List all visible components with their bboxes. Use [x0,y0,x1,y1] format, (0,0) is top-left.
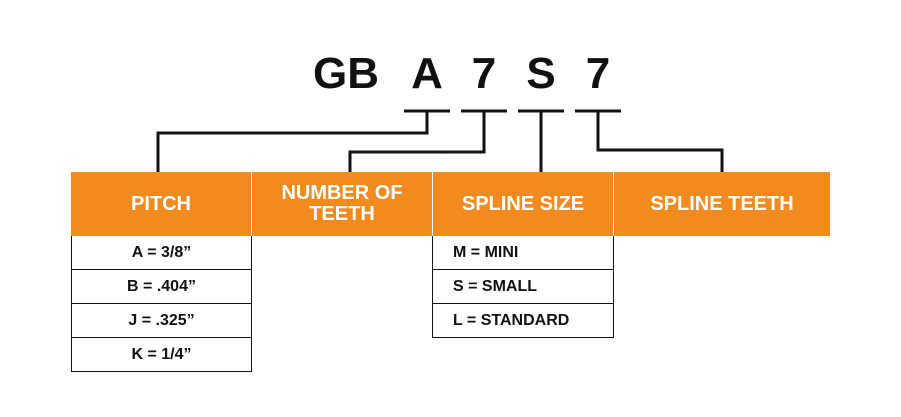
header-spline-teeth: SPLINE TEETH [614,172,830,236]
connector-spline-teeth [596,111,724,172]
pitch-option-row: B = .404” [72,270,251,304]
header-pitch-label: PITCH [131,192,191,215]
pitch-option-row: A = 3/8” [72,236,251,270]
connector-teeth [348,111,486,172]
connector-pitch [156,111,429,172]
code-teeth-char: 7 [471,49,497,98]
pitch-options-table: A = 3/8” B = .404” J = .325” K = 1/4” [71,236,252,372]
header-spline-teeth-label: SPLINE TEETH [650,192,794,215]
pitch-option-row: K = 1/4” [72,338,251,372]
code-pitch-char: A [411,49,443,98]
header-spline-size-label: SPLINE SIZE [461,192,585,215]
spline-size-option-row: M = MINI [433,236,613,270]
spline-size-option-row: L = STANDARD [433,304,613,338]
code-prefix: GB [313,49,379,98]
header-number-of-teeth: NUMBER OF TEETH [252,172,432,236]
pitch-option-row: J = .325” [72,304,251,338]
header-number-of-teeth-label: NUMBER OF TEETH [281,182,403,225]
spline-size-option-row: S = SMALL [433,270,613,304]
header-pitch: PITCH [71,172,251,236]
code-spline-teeth-char: 7 [585,49,611,98]
code-spline-size-char: S [526,49,556,98]
header-spline-size: SPLINE SIZE [433,172,613,236]
spline-size-options-table: M = MINI S = SMALL L = STANDARD [432,236,614,338]
